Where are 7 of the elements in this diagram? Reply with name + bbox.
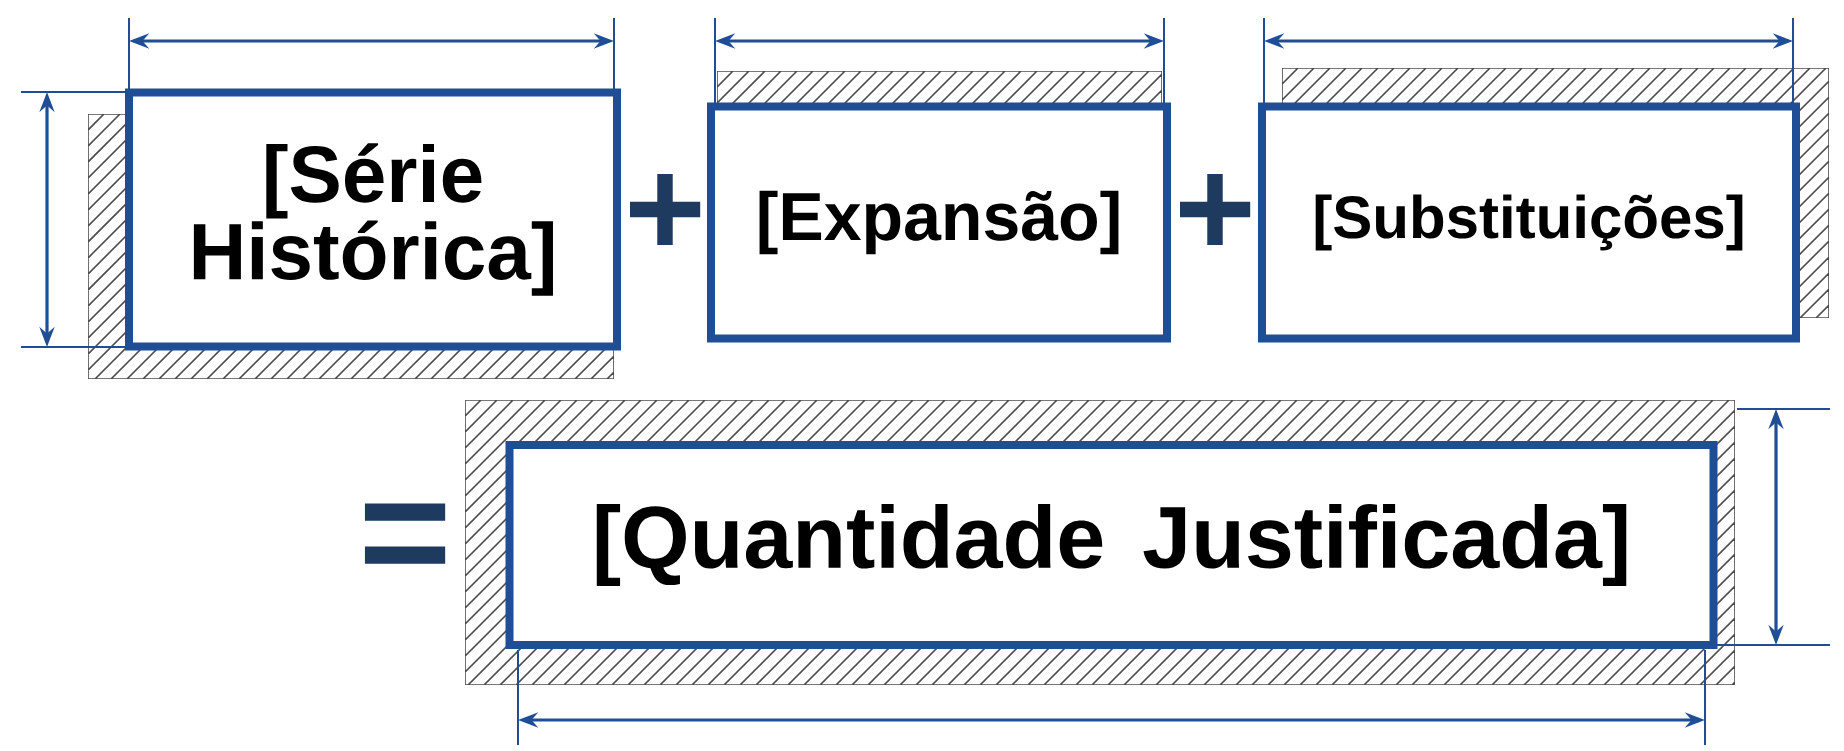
- text-box: [Série Histórica]: [125, 88, 621, 351]
- operator-sign: =: [364, 503, 446, 564]
- operator-sign: +: [630, 173, 701, 246]
- operator-sign: +: [1180, 173, 1251, 246]
- text-box: [Substituições]: [1258, 102, 1800, 343]
- text-box: [Expansão]: [707, 102, 1171, 343]
- text-box: [Quantidade Justificada]: [505, 441, 1718, 649]
